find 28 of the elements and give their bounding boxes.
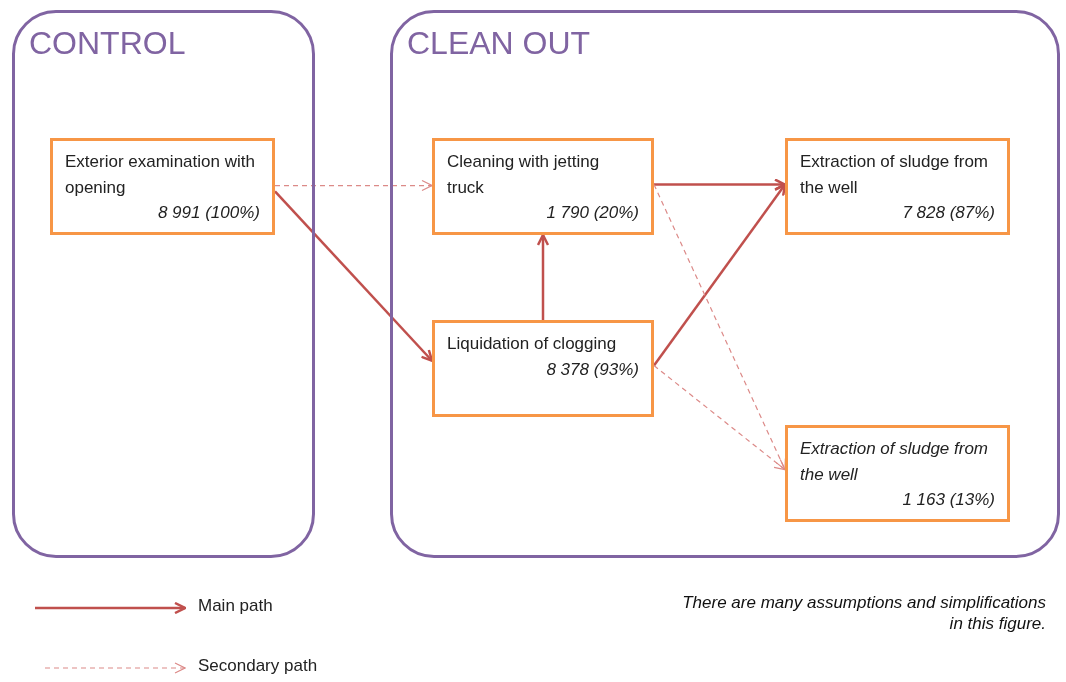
arrow (274, 190, 434, 362)
step-count: 1 163 (13%) (901, 489, 995, 511)
group-container (12, 10, 315, 558)
process-box (50, 138, 275, 235)
step-title: Cleaning with jetting truck (447, 151, 601, 199)
step-title: Exterior examination with opening (65, 151, 256, 199)
dashed-arrow (653, 365, 786, 471)
step-title: Extraction of sludge from the well (800, 151, 990, 199)
arrow (536, 233, 550, 320)
step-count: 8 378 (93%) (545, 358, 639, 381)
process-box (785, 425, 1010, 522)
step-count: 1 790 (20%) (545, 202, 639, 224)
note-text: There are many assumptions and simplifications in this figure. (681, 592, 1046, 635)
step-title: Liquidation of clogging (447, 333, 618, 355)
dashed-arrow (274, 179, 433, 192)
process-box (432, 138, 654, 235)
process-box (432, 320, 654, 417)
step-count: 8 991 (100%) (156, 202, 260, 224)
legend-label: Secondary path (198, 656, 318, 676)
step-count: 7 828 (87%) (901, 202, 995, 224)
group-title: CONTROL (29, 25, 186, 62)
arrow (653, 183, 787, 367)
process-box (785, 138, 1010, 235)
step-title: Extraction of sludge from the well (800, 438, 990, 486)
group-container (390, 10, 1060, 558)
arrow (654, 178, 787, 191)
group-title: CLEAN OUT (407, 25, 591, 62)
legend-label: Main path (198, 596, 273, 616)
